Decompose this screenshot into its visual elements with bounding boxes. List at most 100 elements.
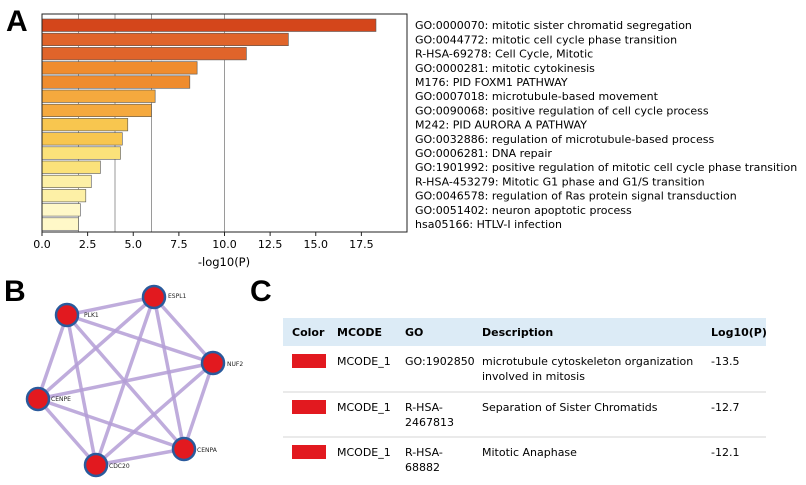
table-cell-mcode: MCODE_1 [337, 401, 391, 414]
bar [41, 75, 191, 89]
x-tick-label: 10.0 [212, 238, 237, 251]
table-header-cell: Color [292, 326, 325, 339]
x-tick-label: 2.5 [79, 238, 97, 251]
table-cell-description: Separation of Sister Chromatids [482, 401, 658, 414]
table-row: MCODE_1 R-HSA- 68882 Mitotic Anaphase -12.1 [292, 445, 739, 474]
network-edge [36, 314, 69, 400]
network-node-label: CDC20 [109, 463, 130, 470]
table-cell-mcode: MCODE_1 [337, 446, 391, 459]
network-edge [37, 361, 214, 401]
network-edge [94, 361, 215, 467]
network-edge [36, 295, 156, 401]
table-header: Color MCODE GO Description Log10(P) [292, 326, 767, 339]
x-tick-label: 0.0 [33, 238, 51, 251]
network-node-label: CENPA [197, 447, 218, 454]
bar [41, 61, 198, 75]
bars [41, 18, 377, 231]
category-label: GO:0000281: mitotic cytokinesis [415, 62, 595, 75]
network-node [141, 284, 167, 310]
category-label: GO:0006281: DNA repair [415, 147, 552, 160]
table-header-cell: GO [405, 326, 423, 339]
panel-label-a: A [6, 5, 28, 38]
bar [41, 189, 87, 203]
network-node [25, 386, 51, 412]
category-label: R-HSA-69278: Cell Cycle, Mitotic [415, 48, 593, 61]
table-cell-description: Mitotic Anaphase [482, 446, 577, 459]
table-cell-go: GO:1902850 [405, 355, 475, 368]
network-edge [182, 362, 215, 450]
x-ticks: 0.0 2.5 5.0 7.5 10.0 12.5 15.0 17.5 [33, 232, 374, 251]
panel-label-b: B [4, 275, 26, 308]
table-cell-description: involved in mitosis [482, 370, 585, 383]
x-tick-label: 5.0 [125, 238, 143, 251]
category-label: GO:0046578: regulation of Ras protein si… [415, 190, 737, 203]
network-node-label: CENPE [51, 396, 71, 403]
network-node [200, 350, 226, 376]
network-edge [95, 447, 185, 467]
table-header-cell: Log10(P) [711, 326, 767, 339]
table-body: MCODE_1 GO:1902850 microtubule cytoskeleto… [283, 354, 766, 474]
category-label: R-HSA-453279: Mitotic G1 phase and G1/S … [415, 175, 705, 188]
table-header-cell: MCODE [337, 326, 382, 339]
category-label: M242: PID AURORA A PATHWAY [415, 119, 587, 132]
network-edge [37, 397, 185, 451]
bar [41, 32, 289, 46]
table-cell-logp: -12.1 [711, 446, 739, 459]
network-node [171, 436, 197, 462]
table-header-cell: Description [482, 326, 553, 339]
network-edge [66, 295, 155, 317]
category-label: GO:0007018: microtubule-based movement [415, 90, 659, 103]
category-label: GO:1901992: positive regulation of mitot… [415, 161, 797, 174]
network-node [54, 302, 80, 328]
bar [41, 174, 92, 188]
category-label: M176: PID FOXM1 PATHWAY [415, 76, 568, 89]
network-node [83, 452, 109, 478]
category-label: GO:0044772: mitotic cell cycle phase tra… [415, 33, 677, 46]
x-axis-label: -log10(P) [198, 255, 250, 269]
table-cell-go: 68882 [405, 461, 440, 474]
table-cell-go: R-HSA- [405, 446, 443, 459]
bar [41, 47, 247, 61]
bar [41, 203, 81, 217]
bar [41, 217, 79, 231]
network-node-label: PLK1 [84, 312, 99, 319]
color-swatch [292, 354, 326, 368]
category-label: GO:0051402: neuron apoptotic process [415, 204, 632, 217]
table-row: MCODE_1 R-HSA- 2467813 Separation of Sister… [283, 400, 766, 438]
category-label: GO:0032886: regulation of microtubule-ba… [415, 133, 714, 146]
category-label: GO:0000070: mitotic sister chromatid seg… [415, 19, 692, 32]
network-edges [36, 295, 215, 467]
table-cell-logp: -12.7 [711, 401, 739, 414]
bar-chart: 0.0 2.5 5.0 7.5 10.0 12.5 15.0 17.5 -log10(P) G… [33, 13, 797, 269]
x-tick-label: 7.5 [170, 238, 188, 251]
network-node-label: ESPL1 [168, 293, 187, 300]
category-label: GO:0090068: positive regulation of cell … [415, 104, 709, 117]
table-header-background [283, 318, 766, 346]
table-cell-go: 2467813 [405, 416, 454, 429]
bar [41, 146, 121, 160]
x-tick-label: 12.5 [258, 238, 283, 251]
network-node-label: NUF2 [227, 361, 243, 368]
color-swatch [292, 400, 326, 414]
table-cell-description: microtubule cytoskeleton organization [482, 355, 693, 368]
table-cell-go: R-HSA- [405, 401, 443, 414]
x-tick-label: 17.5 [349, 238, 374, 251]
panel-label-c: C [250, 275, 272, 308]
bar [41, 18, 377, 32]
network-edge [36, 397, 98, 467]
bar [41, 160, 101, 174]
color-swatch [292, 445, 326, 459]
network-edge [152, 295, 215, 365]
table-cell-mcode: MCODE_1 [337, 355, 391, 368]
bar [41, 103, 152, 117]
bar [41, 118, 129, 132]
bar [41, 89, 156, 103]
bar [41, 132, 123, 146]
x-tick-label: 15.0 [304, 238, 329, 251]
table-row: MCODE_1 GO:1902850 microtubule cytoskeleto… [283, 354, 766, 393]
category-labels: GO:0000070: mitotic sister chromatid seg… [415, 19, 797, 231]
table-cell-logp: -13.5 [711, 355, 739, 368]
